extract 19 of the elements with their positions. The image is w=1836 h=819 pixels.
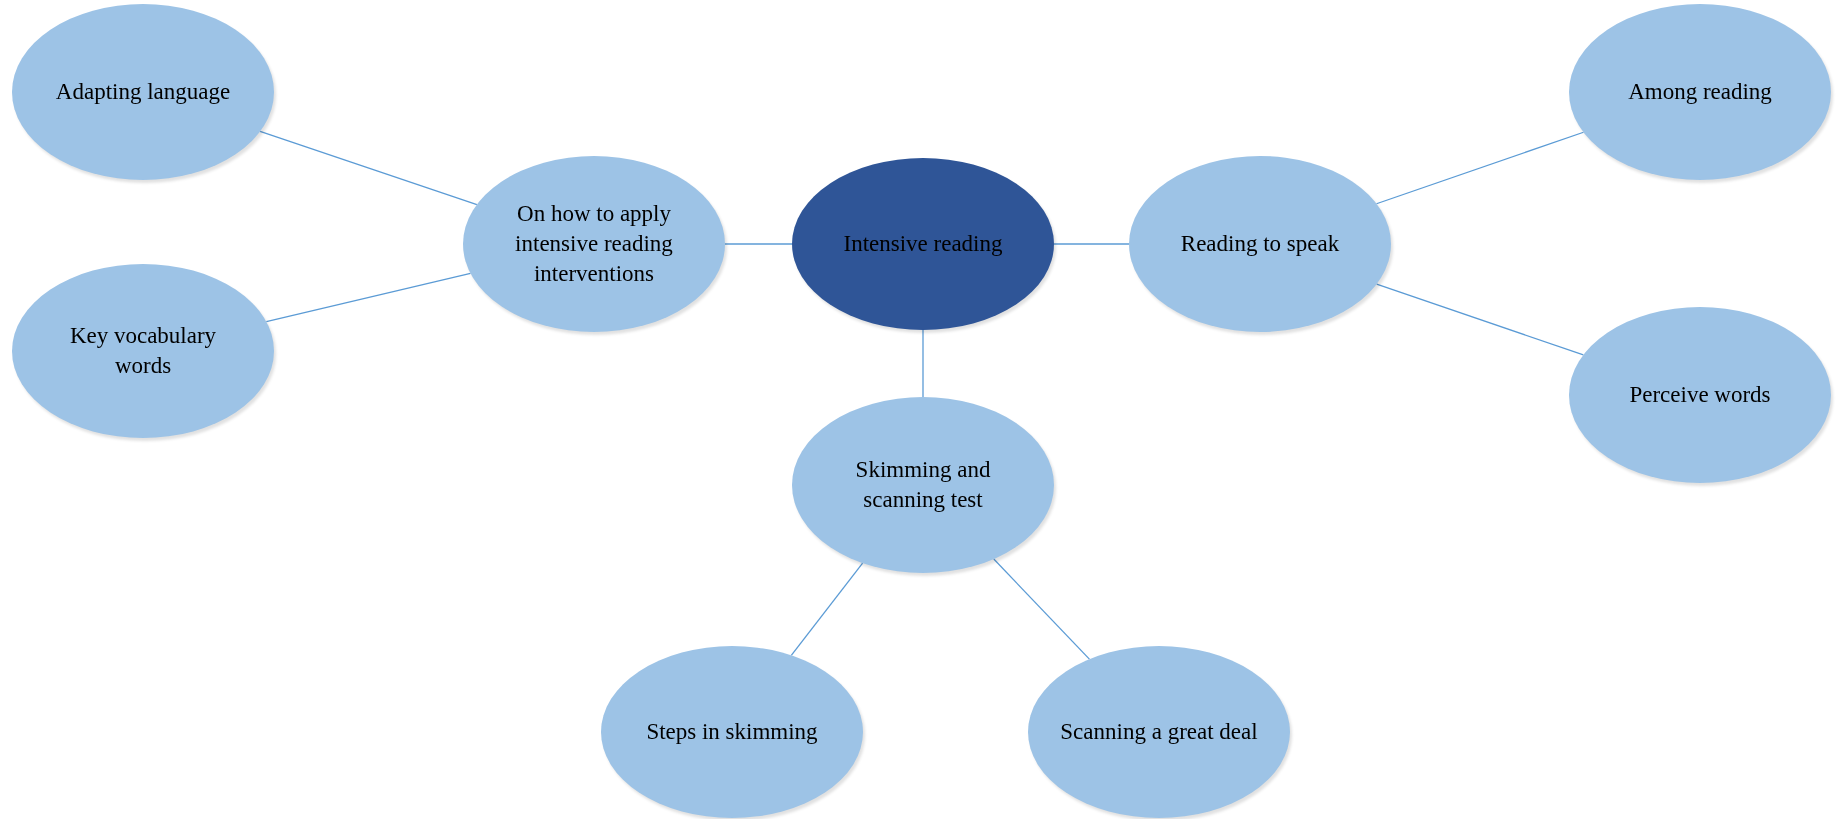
node-label: Perceive words [1629, 381, 1771, 410]
node-label: Adapting language [55, 78, 231, 107]
node-label: Intensive reading [843, 230, 1003, 259]
connector-line [790, 562, 864, 656]
connector-line [724, 243, 793, 245]
node-label: Steps in skimming [646, 718, 818, 747]
connector-line [922, 329, 924, 398]
node-label: Scanning a great deal [1060, 718, 1258, 747]
connector-line [1375, 131, 1585, 205]
connector-line [1376, 283, 1584, 356]
node-label: Reading to speak [1180, 230, 1340, 259]
node-label: Skimming and scanning test [854, 456, 992, 514]
node-label: On how to apply intensive reading interventions [514, 200, 674, 288]
connector-line [993, 558, 1091, 660]
connector-line [1053, 243, 1130, 245]
connector-line [265, 272, 472, 323]
connector-line [259, 130, 478, 206]
node-label: Key vocabulary words [68, 322, 218, 380]
node-label: Among reading [1628, 78, 1772, 107]
